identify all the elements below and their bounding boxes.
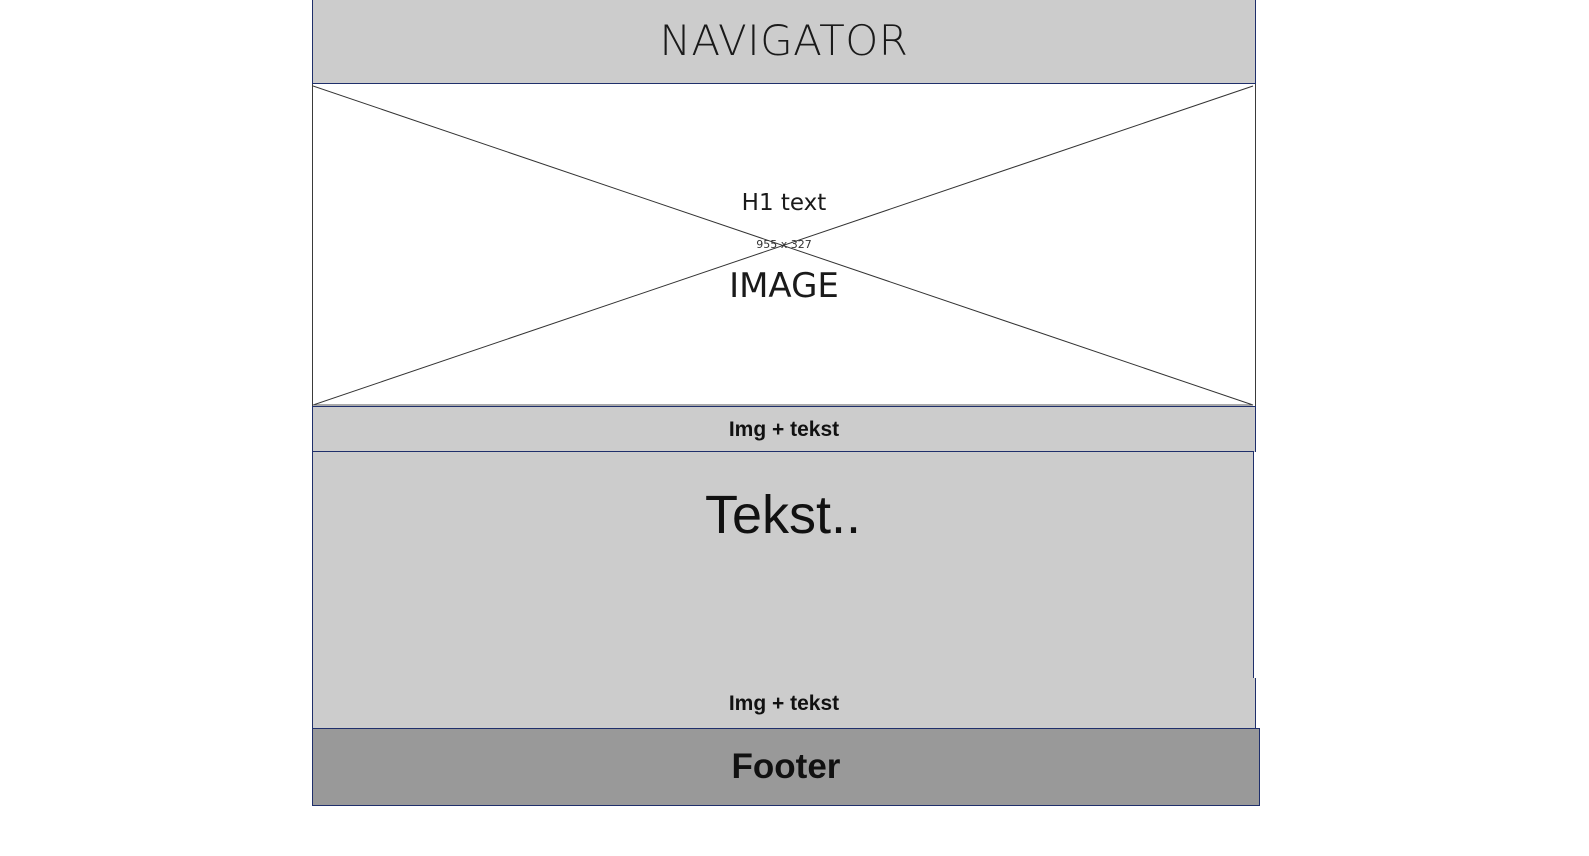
image-dimensions: 955 x 327 [756,238,812,251]
img-text-section-2: Img + tekst [312,678,1256,730]
navigator-title: NAVIGATOR [659,16,909,65]
image-placeholder-cross [313,85,1254,406]
text-section: Tekst.. [312,451,1254,679]
img-text-label-1: Img + tekst [728,417,840,441]
img-text-section-1: Img + tekst [312,406,1256,452]
img-text-label-2: Img + tekst [728,691,840,715]
text-section-label: Tekst.. [704,485,862,545]
footer-label: Footer [731,747,841,786]
hero-image-placeholder: H1 text 955 x 327 IMAGE [312,84,1256,408]
hero-heading: H1 text [741,190,827,216]
footer-block: Footer [312,728,1260,806]
navigator-block: NAVIGATOR [312,0,1256,84]
image-label: IMAGE [729,266,839,306]
